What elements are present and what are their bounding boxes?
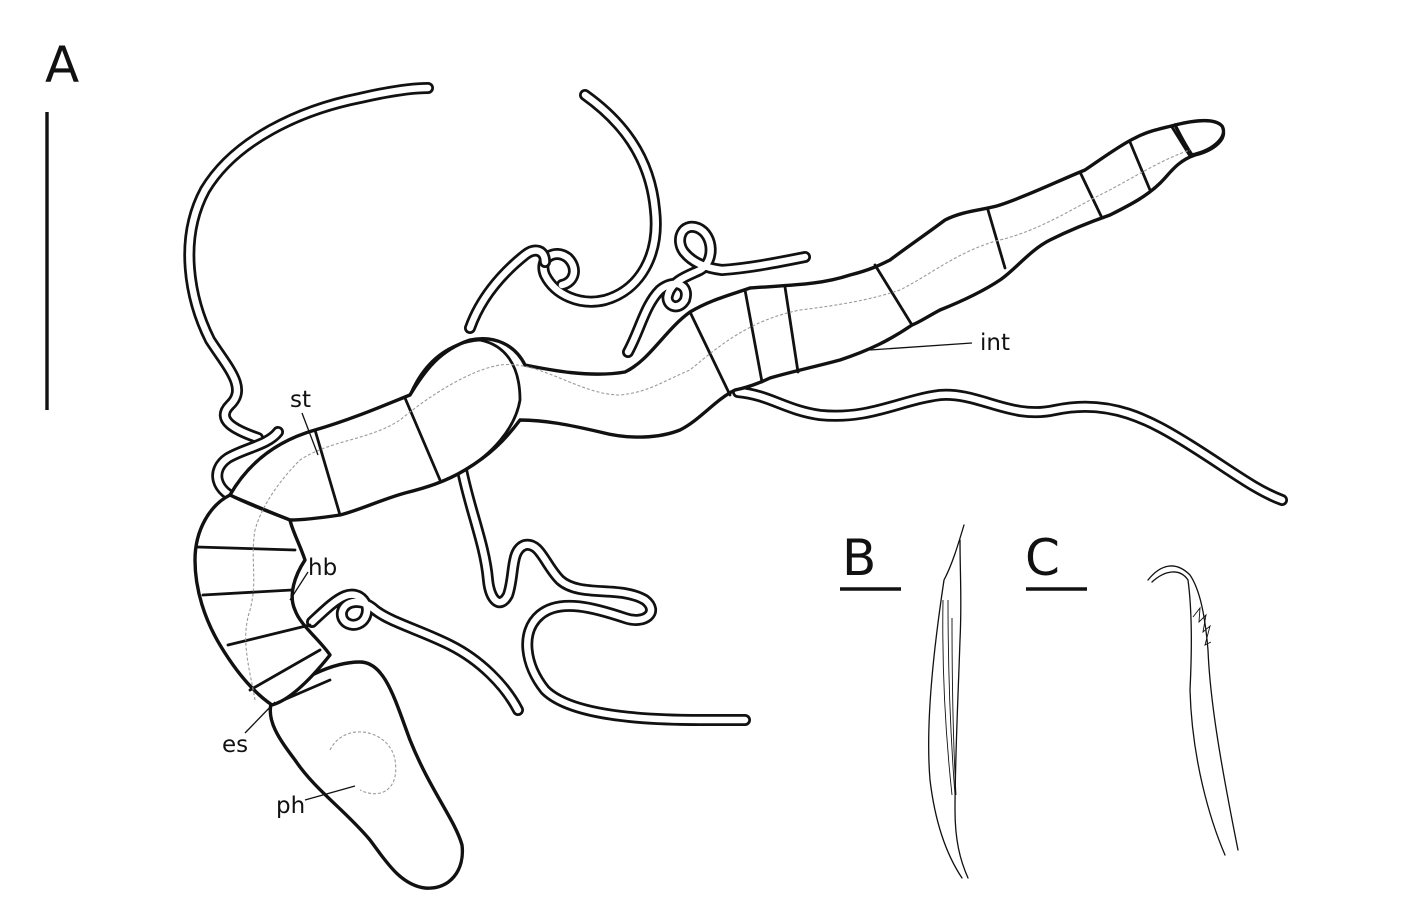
leader-int [869,342,973,351]
label-ph: ph [276,793,305,819]
labels-a: st hb es ph int [222,330,1010,819]
leader-ph [304,785,356,801]
leader-st [301,412,319,456]
tubules [183,82,1288,726]
tubule-upper-middle [464,89,662,334]
tubule-lower-middle [456,464,751,726]
panel-b-seta [928,524,969,879]
label-int: int [980,330,1010,356]
panel-label-c: C [1025,529,1060,587]
leader-hb [289,571,309,601]
tubule-upper-left [183,82,434,506]
terminal-tip [1173,118,1226,157]
label-es: es [222,732,248,758]
label-hb: hb [308,555,337,581]
tubule-upper-right-loop [622,220,811,358]
tubule-right [732,386,1288,506]
panel-c-seta [1147,565,1239,856]
stomach [228,120,1226,522]
lumen-line [245,149,1191,795]
segment-dividers [195,125,1192,707]
panel-label-b: B [842,529,876,587]
esophagus [193,493,332,707]
leader-es [244,701,276,734]
pharynx [268,660,465,890]
panel-label-a: A [45,36,79,94]
label-st: st [290,387,311,413]
tubule-lower-left [306,588,524,716]
